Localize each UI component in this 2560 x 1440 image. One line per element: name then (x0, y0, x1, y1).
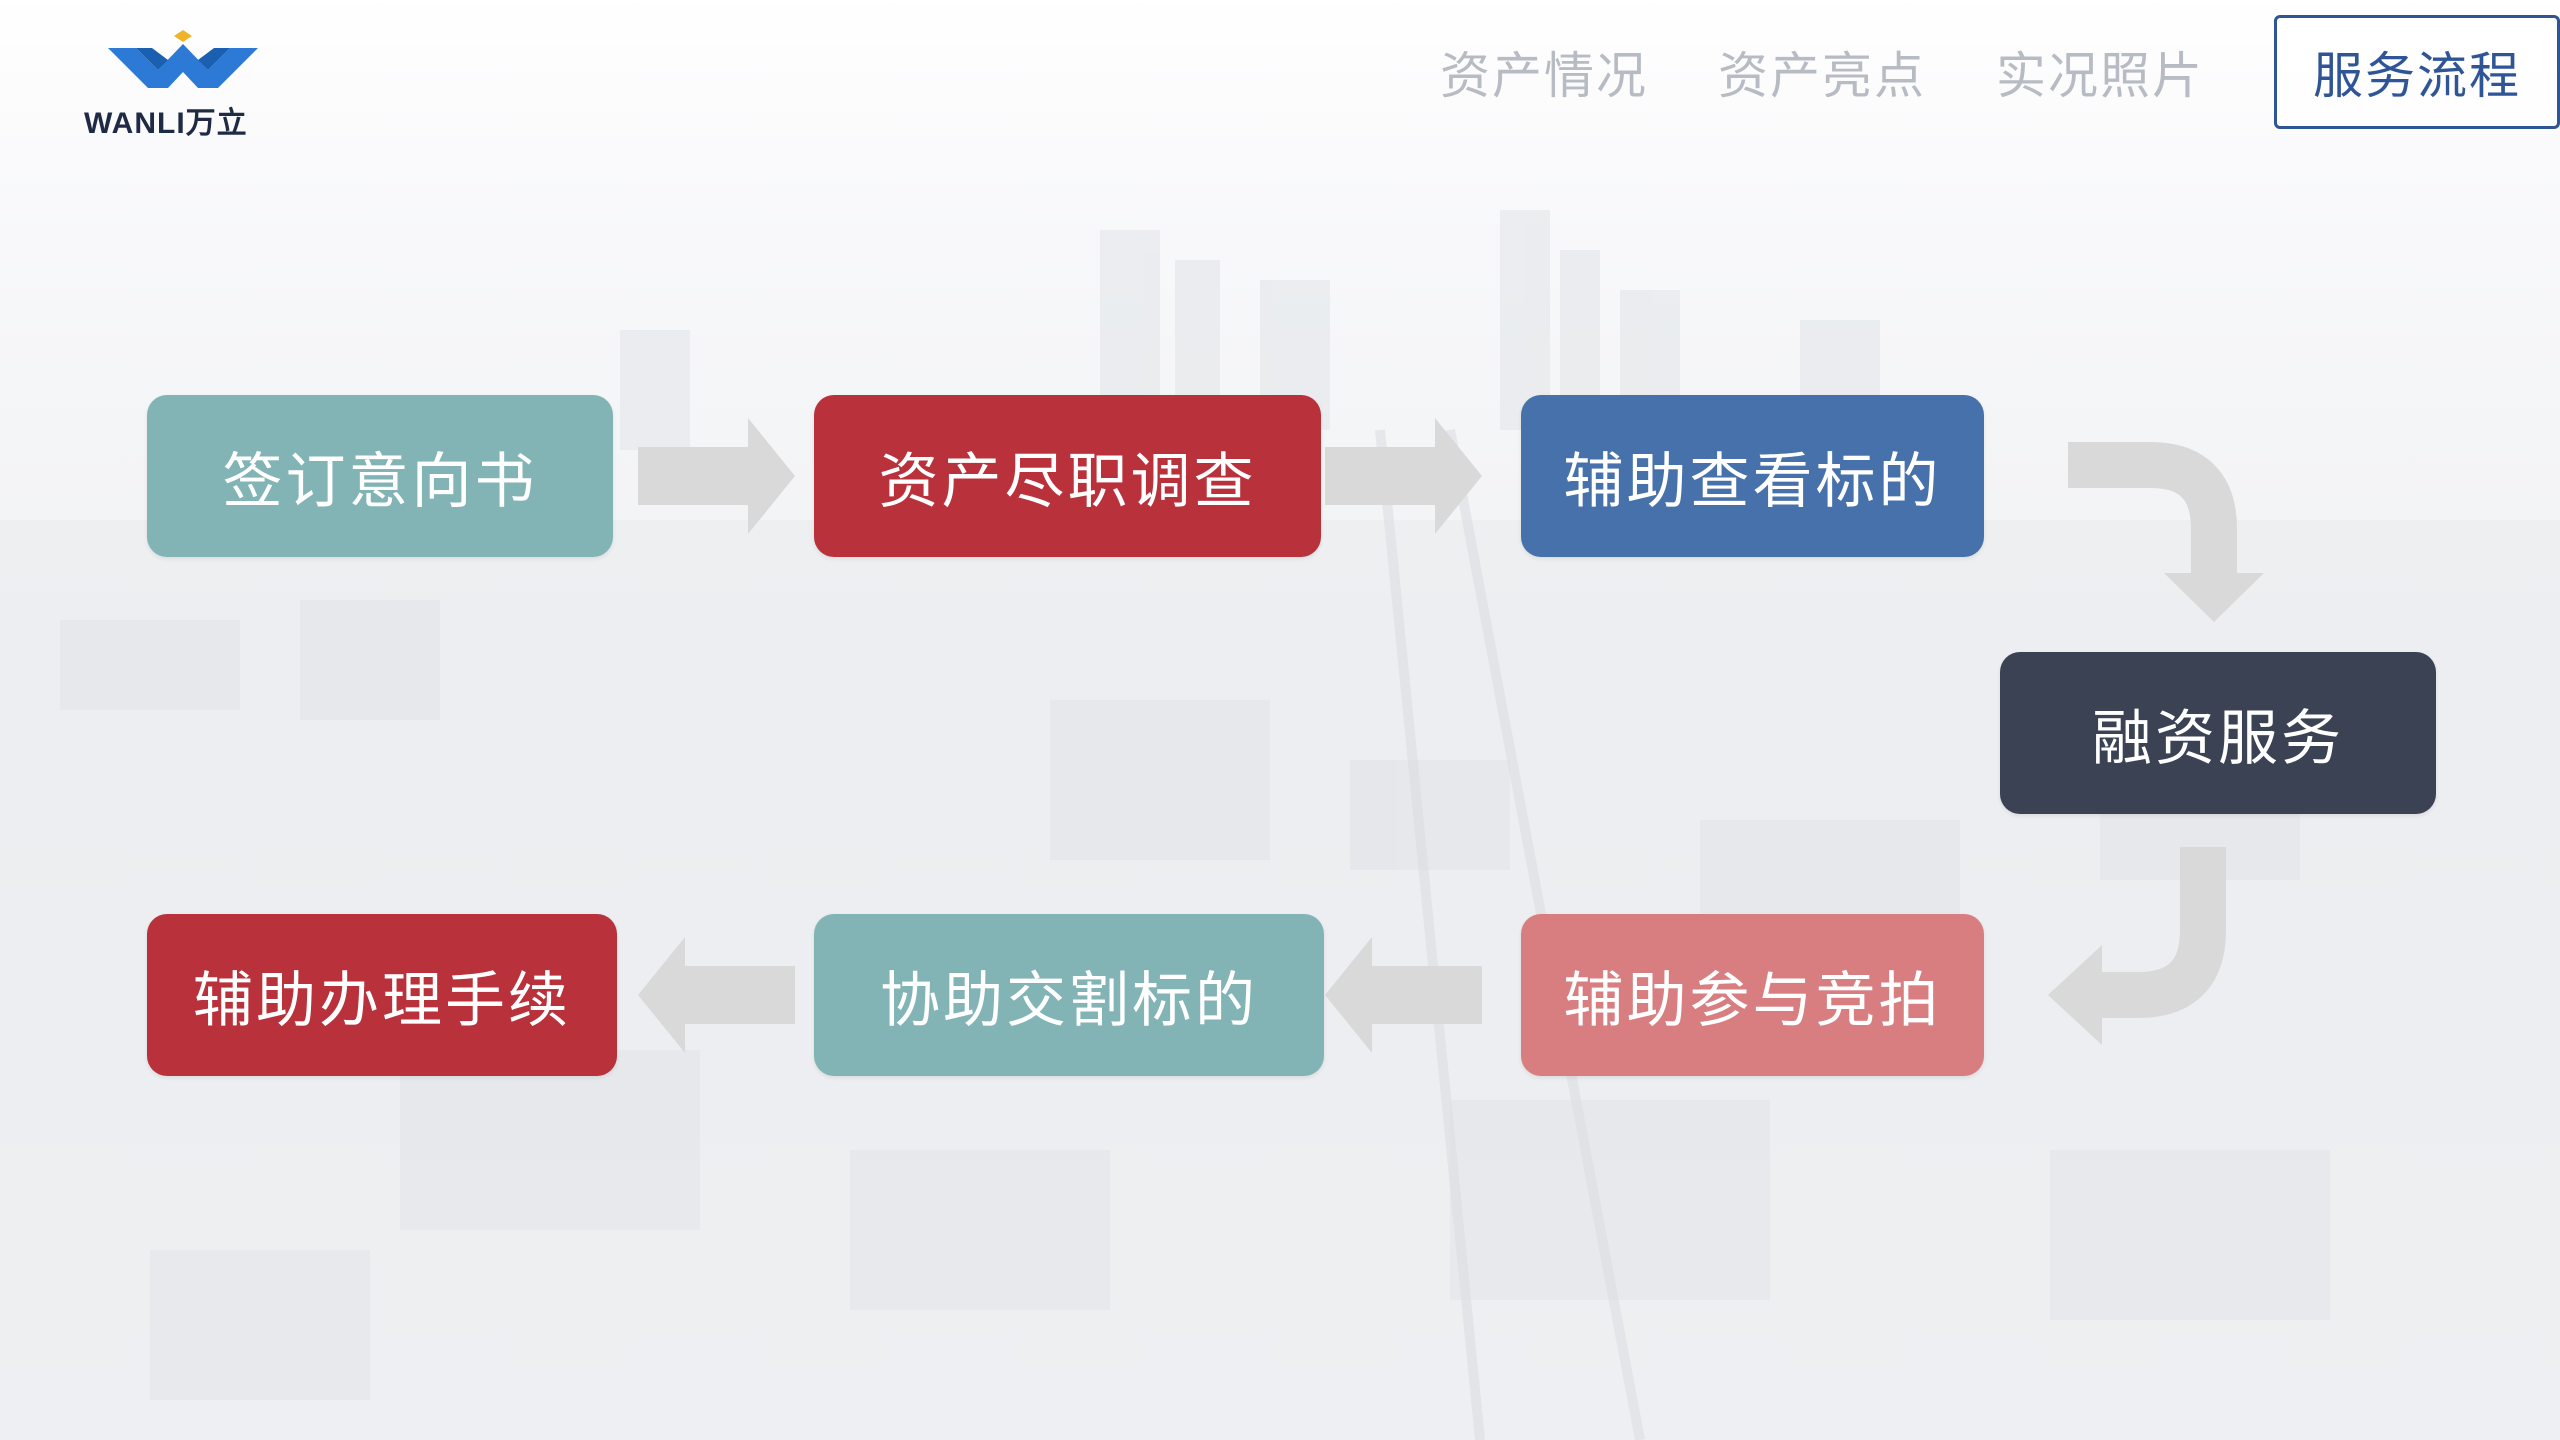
top-nav: 资产情况 资产亮点 实况照片 服务流程 (1440, 15, 2560, 129)
step-assist-viewing: 辅助查看标的 (1521, 395, 1984, 557)
step-label: 资产尽职调查 (878, 446, 1257, 517)
step-label: 协助交割标的 (880, 965, 1258, 1036)
step-label: 融资服务 (2092, 703, 2344, 774)
wanli-logo: WANLI万立 (84, 30, 284, 140)
logo-text: WANLI万立 (84, 107, 248, 140)
step-label: 辅助参与竞拍 (1563, 965, 1942, 1036)
logo-mark-icon (108, 30, 258, 88)
step-due-diligence: 资产尽职调查 (814, 395, 1321, 557)
step-assist-bidding: 辅助参与竞拍 (1521, 914, 1984, 1076)
step-financing-service: 融资服务 (2000, 652, 2436, 814)
step-label: 签订意向书 (222, 446, 538, 517)
nav-item-service-process[interactable]: 服务流程 (2274, 15, 2560, 129)
step-sign-intent-letter: 签订意向书 (147, 395, 613, 557)
nav-item-live-photos[interactable]: 实况照片 (1996, 47, 2204, 105)
nav-item-asset-highlights[interactable]: 资产亮点 (1718, 47, 1926, 105)
step-label: 辅助办理手续 (193, 965, 571, 1036)
nav-item-asset-status[interactable]: 资产情况 (1440, 47, 1648, 105)
step-label: 辅助查看标的 (1563, 446, 1942, 517)
step-assist-delivery: 协助交割标的 (814, 914, 1324, 1076)
step-assist-procedures: 辅助办理手续 (147, 914, 617, 1076)
